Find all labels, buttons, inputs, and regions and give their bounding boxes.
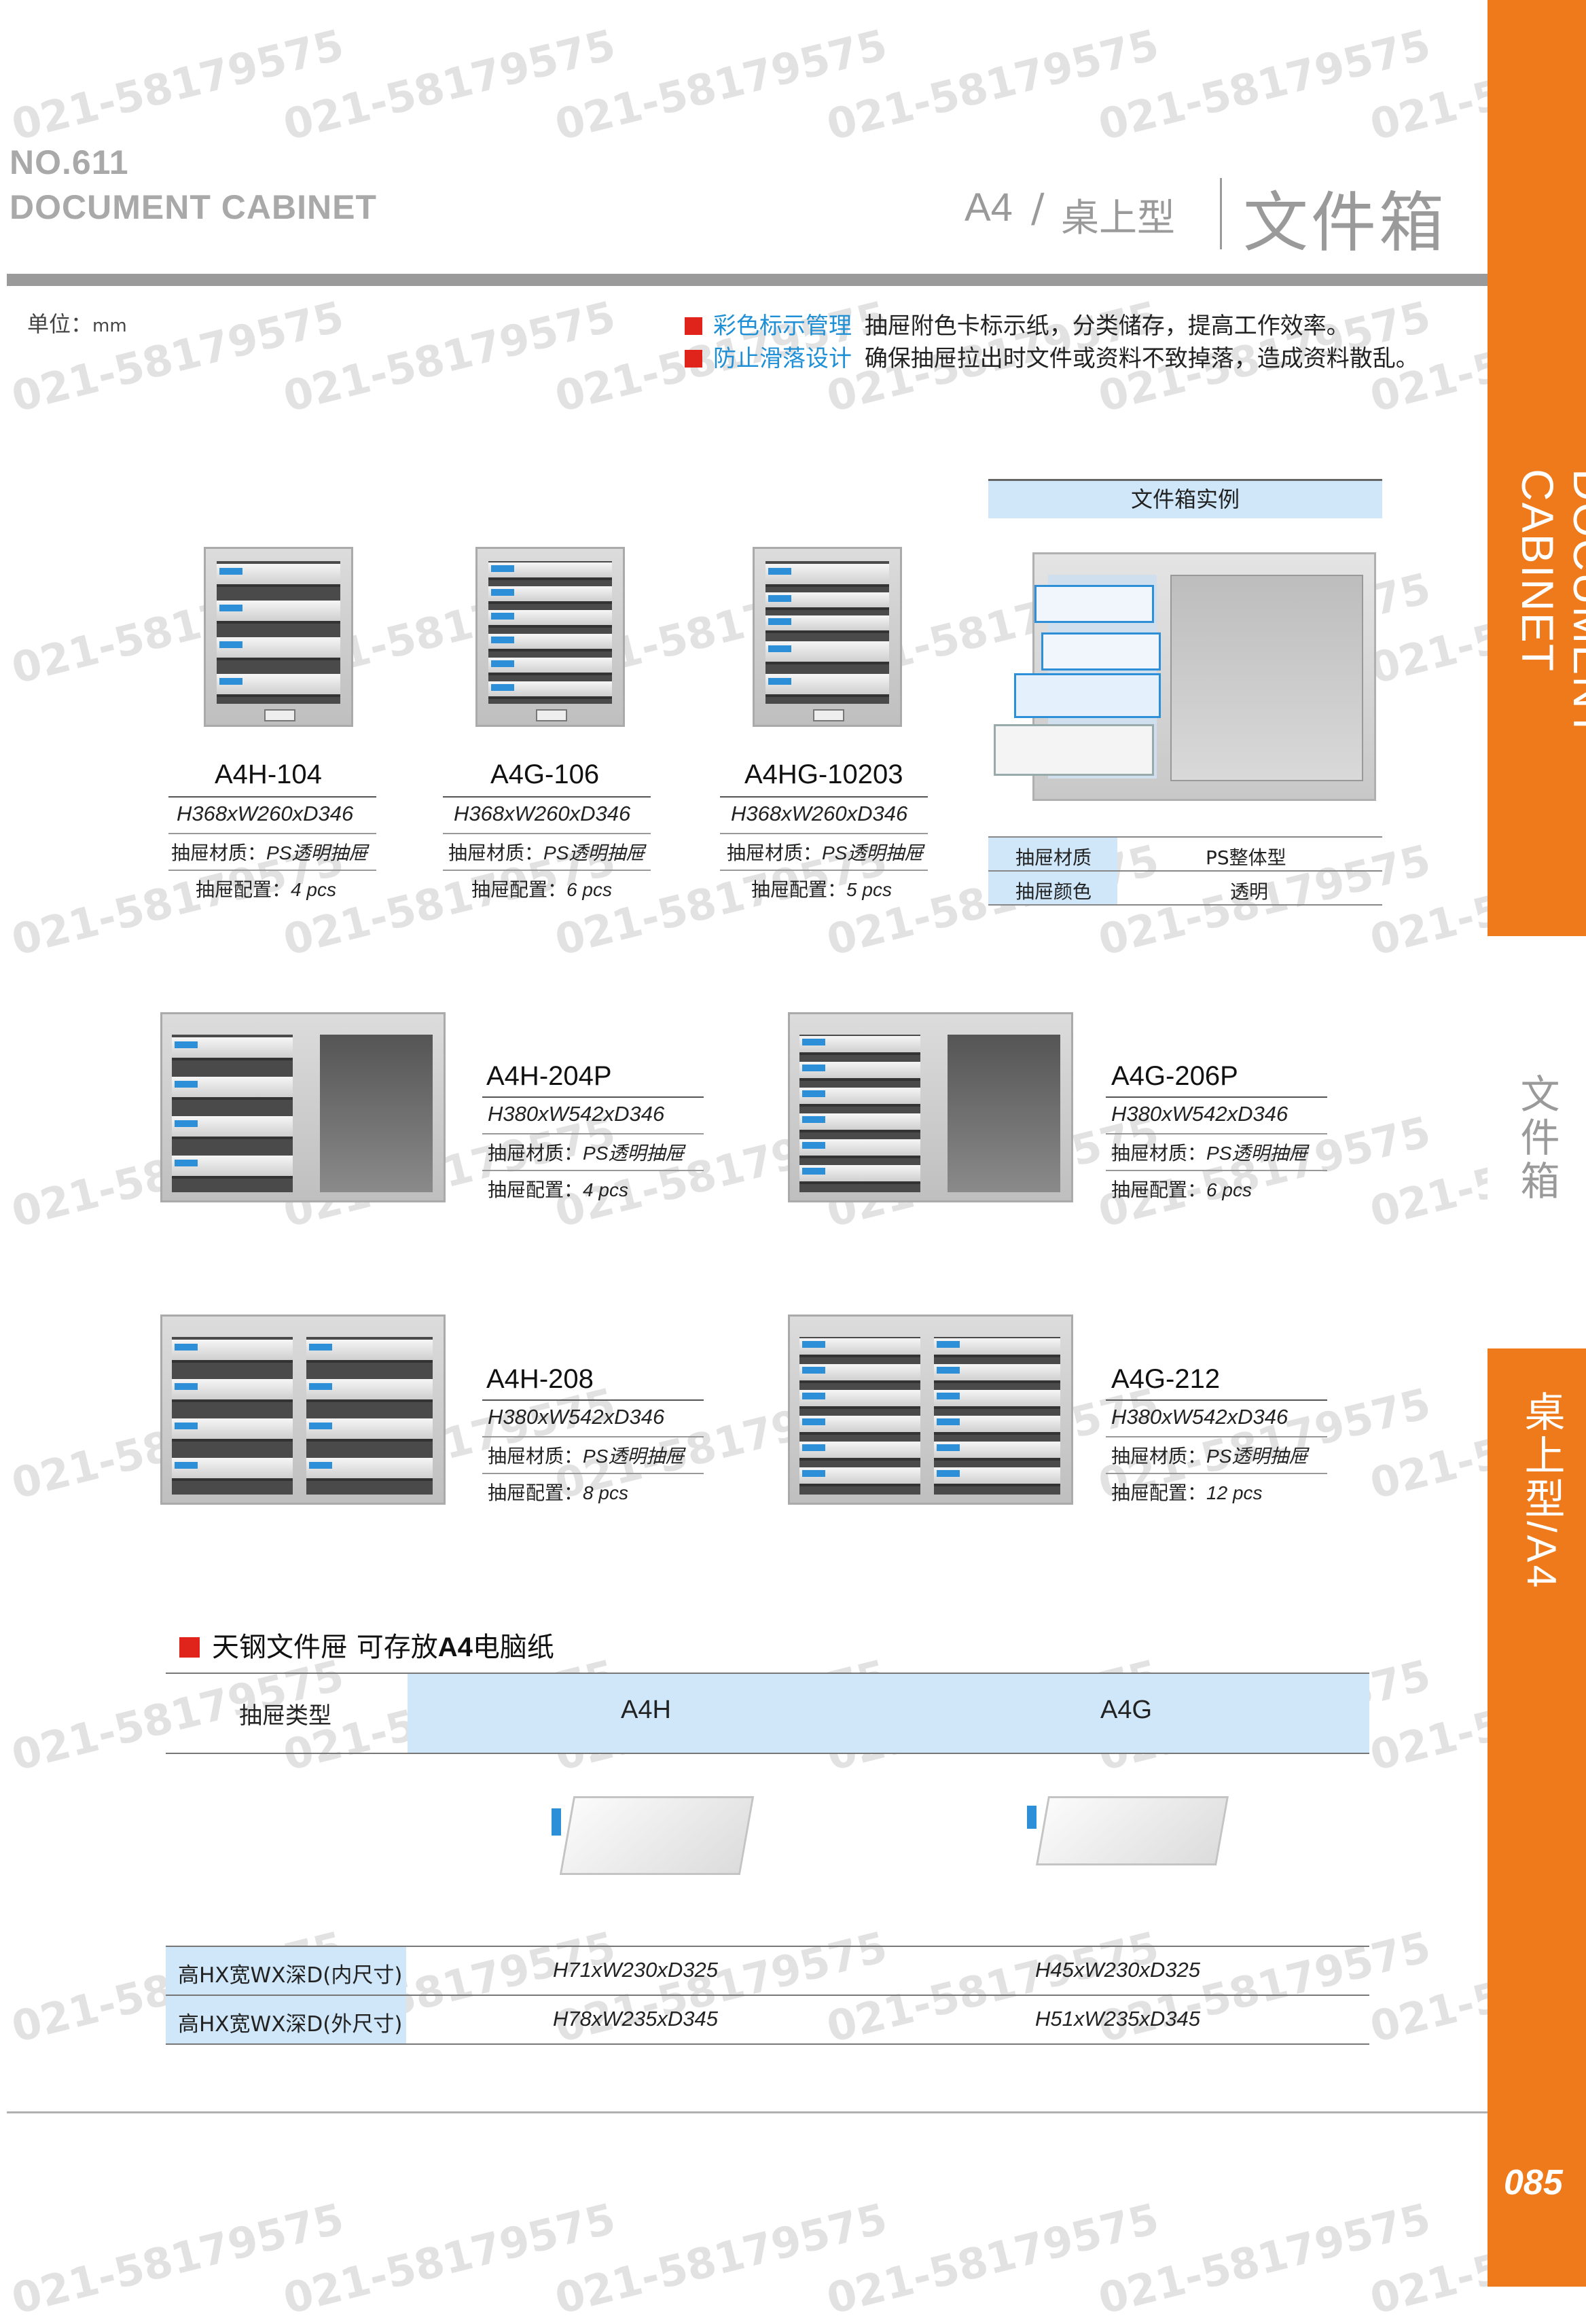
drawer-table-heading: 天钢文件屉 可存放A4电脑纸 — [179, 1625, 554, 1664]
product-image-a4g-106 — [475, 547, 625, 727]
sidebar-section-en: DOCUMENT CABINET — [1488, 0, 1586, 936]
page-title: 文件箱 — [1243, 185, 1447, 261]
product-name: A4G-206P — [1111, 1061, 1238, 1091]
product-image-a4hg-10203 — [753, 547, 902, 727]
header-rule — [7, 274, 1488, 286]
product-dimensions: H380xW542xD346 — [488, 1102, 665, 1126]
product-name: A4G-212 — [1111, 1364, 1221, 1394]
example-title: 文件箱实例 — [988, 481, 1382, 518]
product-config: 抽屉配置：6 pcs — [471, 878, 612, 901]
product-material: 抽屉材质：PS透明抽屉 — [1111, 1142, 1308, 1164]
product-image-a4h-204p — [160, 1012, 446, 1202]
product-dimensions: H368xW260xD346 — [454, 802, 631, 825]
product-name: A4H-204P — [486, 1061, 612, 1091]
lock-icon — [264, 709, 295, 721]
unit-label: 单位：mm — [27, 311, 127, 337]
cell-a4g-outer: H51xW235xD345 — [1035, 2007, 1200, 2031]
product-material: 抽屉材质：PS透明抽屉 — [488, 1142, 685, 1164]
cell-a4g-inner: H45xW230xD325 — [1035, 1958, 1200, 1982]
drawer-image-a4h — [546, 1783, 755, 1884]
category-name: 桌上型 — [1061, 196, 1175, 240]
lock-icon — [536, 709, 567, 721]
feature-item: 防止滑落设计 确保抽屉拉出时文件或资料不致掉落，造成资料散乱。 — [685, 340, 1419, 373]
sidebar-section-type: 桌上型/A4 085 — [1488, 1348, 1586, 2287]
category-prefix: A4 — [965, 185, 1013, 230]
product-image-a4g-206p — [788, 1012, 1073, 1202]
row-label-outer: 高HX宽WX深D(外尺寸) — [178, 2012, 403, 2037]
red-square-bullet-icon — [685, 350, 702, 368]
product-image-a4h-208 — [160, 1315, 446, 1505]
cell-a4h-inner: H71xW230xD325 — [553, 1958, 718, 1982]
product-dimensions: H380xW542xD346 — [1111, 1102, 1288, 1126]
footer-rule — [7, 2111, 1488, 2113]
sidebar: DOCUMENT CABINET 文件箱 桌上型/A4 085 — [1488, 0, 1586, 2287]
header-divider — [1220, 178, 1222, 249]
category-slash: / — [1031, 185, 1045, 231]
product-config: 抽屉配置：4 pcs — [488, 1179, 628, 1201]
product-dimensions: H380xW542xD346 — [1111, 1405, 1288, 1429]
lock-icon — [813, 709, 844, 721]
product-image-a4h-104 — [204, 547, 353, 727]
product-dimensions: H368xW260xD346 — [731, 802, 908, 825]
column-header-a4g: A4G — [1100, 1696, 1153, 1724]
product-image-a4g-212 — [788, 1315, 1073, 1505]
sidebar-type-label: 桌上型/A4 — [1519, 1391, 1564, 1591]
example-row-value: 透明 — [1230, 880, 1269, 903]
catalog-subtitle: DOCUMENT CABINET — [10, 188, 377, 226]
example-cabinet-image — [994, 552, 1376, 801]
example-row-value: PS整体型 — [1206, 846, 1286, 869]
product-material: 抽屉材质：PS透明抽屉 — [1111, 1445, 1308, 1467]
cell-a4h-outer: H78xW235xD345 — [553, 2007, 718, 2031]
product-material: 抽屉材质：PS透明抽屉 — [727, 842, 924, 864]
product-dimensions: H380xW542xD346 — [488, 1405, 665, 1429]
product-config: 抽屉配置：6 pcs — [1111, 1179, 1252, 1201]
example-row-label: 抽屉材质 — [1015, 846, 1092, 869]
drawer-image-a4g — [1022, 1783, 1229, 1878]
product-material: 抽屉材质：PS透明抽屉 — [171, 842, 368, 864]
product-name: A4H-104 — [215, 759, 322, 789]
product-config: 抽屉配置：4 pcs — [196, 878, 336, 901]
row-label-inner: 高HX宽WX深D(内尺寸) — [178, 1963, 403, 1988]
feature-item: 彩色标示管理 抽屉附色卡标示纸，分类储存，提高工作效率。 — [685, 307, 1350, 340]
product-config: 抽屉配置：12 pcs — [1111, 1482, 1263, 1504]
product-name: A4G-106 — [490, 759, 600, 789]
sidebar-cn-label: 文件箱 — [1513, 1073, 1560, 1204]
page-number: 085 — [1504, 2163, 1563, 2202]
column-header-a4h: A4H — [621, 1696, 671, 1724]
red-square-bullet-icon — [179, 1637, 200, 1658]
example-row-label: 抽屉颜色 — [1015, 880, 1092, 903]
product-name: A4H-208 — [486, 1364, 594, 1394]
product-config: 抽屉配置：5 pcs — [751, 878, 892, 901]
product-name: A4HG-10203 — [744, 759, 903, 789]
red-square-bullet-icon — [685, 317, 702, 335]
drawer-type-label: 抽屉类型 — [239, 1702, 331, 1730]
product-dimensions: H368xW260xD346 — [177, 802, 354, 825]
product-material: 抽屉材质：PS透明抽屉 — [488, 1445, 685, 1467]
drawer-table: 抽屉类型 A4H A4G 高HX宽WX深D(内尺寸) H71xW230xD325… — [166, 1673, 1369, 2053]
product-material: 抽屉材质：PS透明抽屉 — [448, 842, 645, 864]
catalog-number: NO.611 — [10, 143, 129, 181]
product-config: 抽屉配置：8 pcs — [488, 1482, 628, 1504]
sidebar-en-label: DOCUMENT CABINET — [1513, 469, 1586, 738]
